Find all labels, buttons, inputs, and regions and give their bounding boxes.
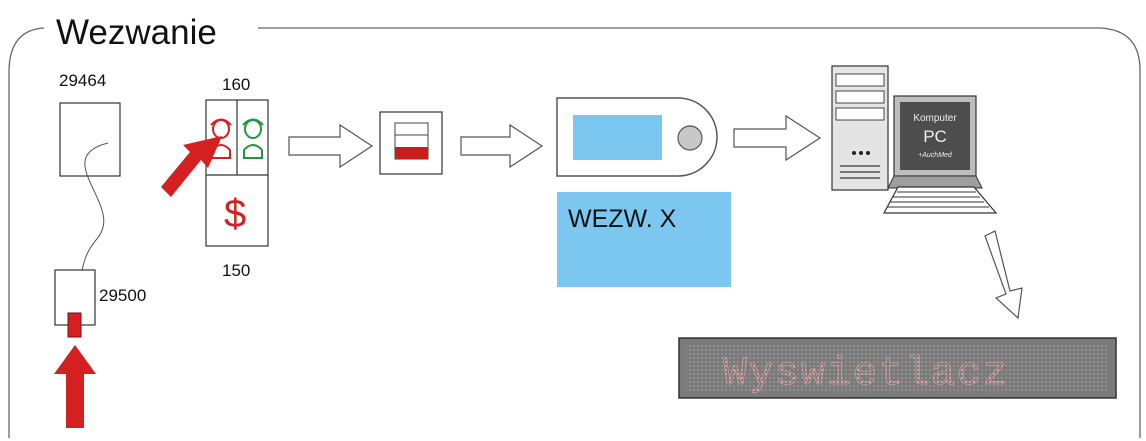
press-arrow-icon (161, 136, 222, 197)
pull-switch-handle (67, 312, 82, 338)
flow-arrow-1-icon (288, 123, 374, 169)
call-button-label: 29464 (59, 71, 106, 90)
monitor-line2: PC (923, 127, 947, 146)
led-display-text: Wyswietlacz (723, 352, 1009, 397)
group-frame (8, 27, 1141, 438)
pager-message: WEZW. X (568, 205, 677, 233)
flow-arrow-2-icon (460, 123, 544, 169)
pull-arrow-icon (54, 345, 96, 428)
call-button-box (59, 102, 121, 177)
pager-screen (573, 115, 662, 160)
pager-message-box (557, 192, 731, 287)
flow-arrow-4-icon (984, 230, 1023, 320)
keyboard-icon (882, 186, 998, 214)
dollar-icon: $ (224, 192, 246, 236)
cord-line (81, 142, 109, 271)
pager-button (677, 125, 703, 151)
monitor-line1: Komputer (913, 113, 957, 124)
pull-switch-label: 29500 (99, 286, 146, 305)
indicator-red-bar (395, 147, 428, 159)
frame-title: Wezwanie (56, 13, 217, 52)
flow-arrow-3-icon (733, 114, 822, 162)
monitor-icon (887, 95, 983, 189)
panel-top-label: 160 (222, 75, 250, 94)
computer-tower-icon (831, 65, 889, 191)
nurse-green-icon (242, 118, 264, 159)
panel-bottom-label: 150 (222, 261, 250, 280)
monitor-line3: +AuchMed (918, 152, 953, 159)
